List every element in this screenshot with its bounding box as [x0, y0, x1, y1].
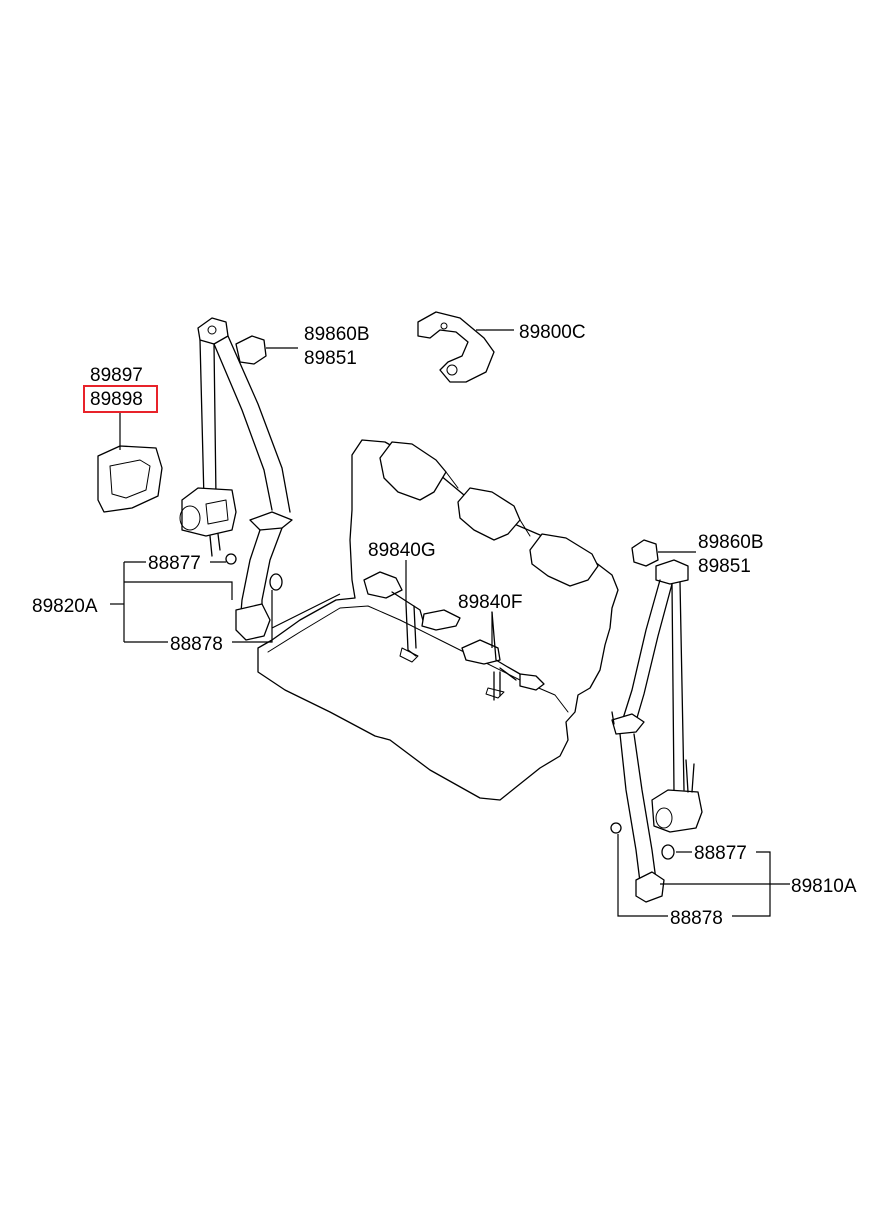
label-89840G: 89840G [368, 540, 436, 561]
label-89820A: 89820A [32, 596, 98, 617]
rear-seat-outline [257, 439, 619, 801]
buckle-89840F [461, 611, 545, 701]
label-88878-right: 88878 [670, 908, 723, 929]
label-89851-top: 89851 [304, 348, 357, 369]
bracket-89800C [417, 311, 495, 383]
label-88877-right: 88877 [694, 843, 747, 864]
part-labels: 89860B 89851 89800C 89897 89898 88877 89… [32, 322, 857, 929]
label-88878-left: 88878 [170, 634, 223, 655]
left-seatbelt-assembly [179, 317, 293, 641]
label-89860B-top: 89860B [304, 324, 370, 345]
label-89810A: 89810A [791, 876, 857, 897]
leader-lines [110, 329, 790, 917]
label-89898: 89898 [90, 389, 143, 410]
label-89851-right: 89851 [698, 556, 751, 577]
trim-cover-89860B [235, 335, 267, 365]
buckle-89840G [363, 571, 461, 663]
cover-89898 [97, 445, 163, 513]
right-seatbelt-assembly [610, 539, 703, 903]
highlight-box-89898 [83, 385, 158, 413]
label-89860B-right: 89860B [698, 532, 764, 553]
label-89897: 89897 [90, 365, 143, 386]
label-89800C: 89800C [519, 322, 586, 343]
label-89840F: 89840F [458, 592, 522, 613]
label-88877-left: 88877 [148, 553, 201, 574]
